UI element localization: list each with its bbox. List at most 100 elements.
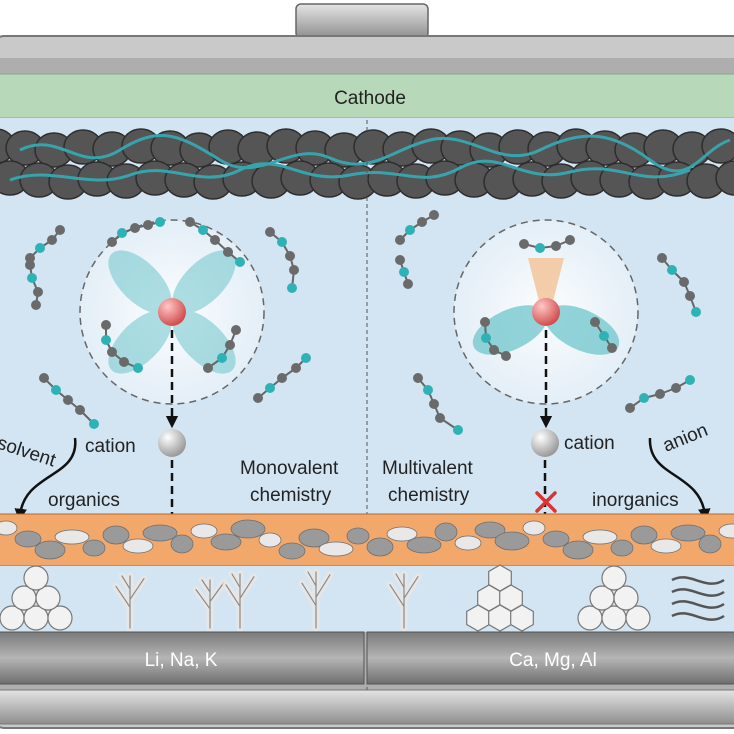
sei-stone xyxy=(718,523,734,539)
casing-bottom xyxy=(0,689,734,725)
sei-stone xyxy=(170,534,194,554)
atom xyxy=(89,419,99,429)
atom xyxy=(130,223,140,233)
atom xyxy=(679,277,689,287)
atom xyxy=(395,235,405,245)
atom xyxy=(429,210,439,220)
anode-right-label: Ca, Mg, Al xyxy=(509,650,597,671)
sei-stone xyxy=(14,530,42,548)
dendrite-stroke xyxy=(225,573,255,629)
cathode-label: Cathode xyxy=(334,88,406,109)
dendrite xyxy=(112,572,148,632)
sei-stone xyxy=(630,525,658,545)
sei-stone xyxy=(582,529,618,545)
atom xyxy=(101,320,111,330)
inorganics-label: inorganics xyxy=(592,490,679,511)
atom xyxy=(399,267,409,277)
atom xyxy=(501,351,511,361)
atom xyxy=(289,265,299,275)
woven-deposit xyxy=(671,576,725,621)
anion-molecule xyxy=(625,375,695,413)
anode-right xyxy=(366,631,734,685)
atom xyxy=(265,383,275,393)
solvent-molecules xyxy=(25,210,701,435)
atom xyxy=(47,235,57,245)
molecule-chain xyxy=(101,320,143,373)
atom xyxy=(291,363,301,373)
atom xyxy=(63,395,73,405)
atom xyxy=(203,363,213,373)
molecule-chain xyxy=(413,373,463,435)
atom xyxy=(429,399,439,409)
sei-stone xyxy=(318,541,354,557)
atom xyxy=(417,217,427,227)
atom xyxy=(143,220,153,230)
atom xyxy=(691,307,701,317)
atom xyxy=(395,255,405,265)
multivalent-label-line2: chemistry xyxy=(388,485,470,506)
atom xyxy=(51,385,61,395)
sei-stone xyxy=(210,533,242,551)
anion-molecule xyxy=(519,235,575,253)
atom xyxy=(285,251,295,261)
sei-stone xyxy=(102,525,130,545)
sei-stone xyxy=(610,539,634,557)
cathode-particles xyxy=(0,128,734,200)
sei-stone xyxy=(278,542,306,560)
atom xyxy=(27,273,37,283)
molecule-chain xyxy=(590,317,617,353)
deposit-particle xyxy=(601,565,627,591)
atom xyxy=(198,225,208,235)
dendrite-stroke xyxy=(195,579,225,629)
deposit-particle xyxy=(625,605,651,631)
atom xyxy=(551,241,561,251)
sei-stone xyxy=(386,526,418,542)
sei-stone xyxy=(406,536,442,554)
atom xyxy=(107,347,117,357)
atom xyxy=(39,373,49,383)
sei-stone xyxy=(54,529,90,545)
sei-stone xyxy=(122,538,154,554)
atom xyxy=(210,235,220,245)
sei-stone xyxy=(82,539,106,557)
atom xyxy=(119,357,129,367)
molecule-chain xyxy=(25,225,65,263)
sei-stone xyxy=(434,522,458,542)
atom xyxy=(667,265,677,275)
atom xyxy=(107,237,117,247)
woven-strand xyxy=(671,600,725,609)
atom xyxy=(55,225,65,235)
atom xyxy=(231,325,241,335)
atom xyxy=(413,373,423,383)
metal-deposits xyxy=(0,564,725,632)
solvent-shell-right xyxy=(472,305,620,355)
round-deposit-right xyxy=(577,565,651,631)
atom xyxy=(253,393,263,403)
sei-stone xyxy=(142,524,178,542)
polygonal-deposit xyxy=(466,564,534,632)
woven-strand xyxy=(671,576,725,585)
sei-stone xyxy=(522,520,546,536)
hex-particle xyxy=(488,564,512,592)
atom xyxy=(655,389,665,399)
atom xyxy=(405,225,415,235)
woven-strand xyxy=(671,588,725,597)
atom xyxy=(403,279,413,289)
atom xyxy=(685,375,695,385)
molecule-chain xyxy=(203,325,241,373)
atom xyxy=(480,317,490,327)
dendrite xyxy=(298,568,334,632)
molecule-chain xyxy=(395,210,439,245)
atom xyxy=(265,227,275,237)
woven-strand xyxy=(671,612,725,621)
sei-stones xyxy=(0,519,734,560)
sei-stone xyxy=(0,520,18,536)
arrow-anion-to-inorganics xyxy=(648,437,711,522)
anode-left xyxy=(0,631,365,685)
atom xyxy=(117,228,127,238)
cathode-particle xyxy=(715,160,734,196)
anion-shell-right xyxy=(528,258,564,305)
round-deposit-left xyxy=(0,565,73,631)
atom xyxy=(519,239,529,249)
